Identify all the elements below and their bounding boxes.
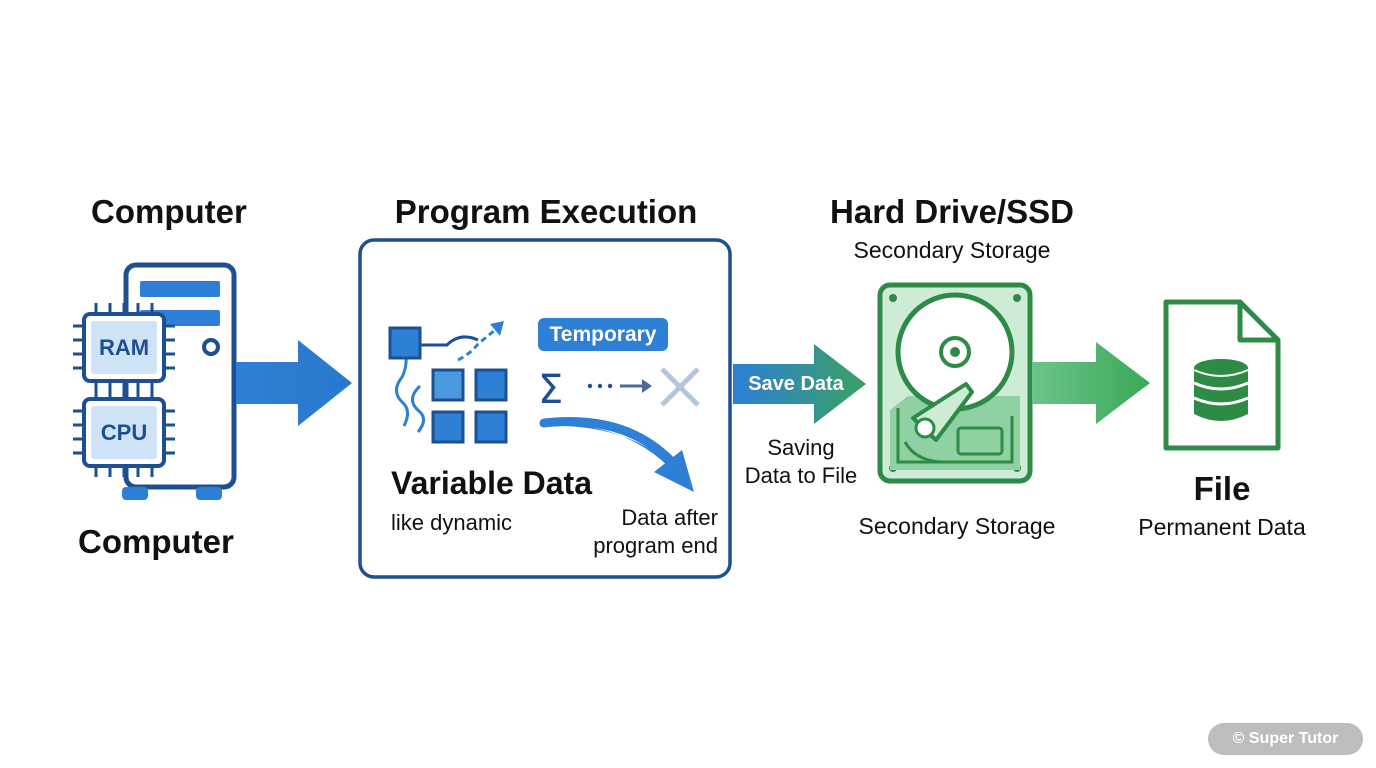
file-subtitle: Permanent Data [1138, 514, 1306, 540]
sum-icon: Σ [538, 367, 652, 413]
arrow-to-file [1032, 342, 1150, 424]
cpu-label: CPU [100, 420, 148, 445]
variable-data-subtitle: like dynamic [391, 510, 513, 535]
save-data-label: Save Data [748, 373, 844, 395]
after-end-line2: program end [593, 533, 718, 558]
file-database-icon [1163, 299, 1281, 451]
save-caption-line1: Saving [767, 435, 835, 460]
hard-drive-title: Hard Drive/SSD [830, 193, 1074, 230]
arrow-to-program [236, 340, 352, 426]
save-data-arrow [733, 344, 866, 424]
program-execution-title: Program Execution [394, 193, 698, 230]
after-end-line1: Data after [621, 505, 718, 530]
curved-arrow-icon [539, 417, 694, 492]
hard-drive-icon [877, 282, 1033, 484]
ram-label: RAM [98, 335, 150, 360]
flow-diagram-icon [388, 321, 508, 444]
save-caption-line2: Data to File [744, 463, 858, 488]
file-title: File [1193, 470, 1251, 507]
temporary-badge: Temporary [538, 318, 668, 351]
hard-drive-subtitle-top: Secondary Storage [853, 237, 1051, 263]
clear-x-icon [660, 367, 700, 407]
cpu-chip-icon [73, 388, 175, 477]
computer-title-top: Computer [91, 193, 247, 230]
ram-chip-icon [73, 303, 175, 392]
hard-drive-subtitle-bottom: Secondary Storage [858, 513, 1056, 539]
svg-text:Σ: Σ [538, 367, 563, 413]
variable-data-title: Variable Data [391, 465, 592, 501]
computer-title-bottom: Computer [78, 523, 234, 560]
super-tutor-badge: © Super Tutor [1208, 723, 1363, 755]
